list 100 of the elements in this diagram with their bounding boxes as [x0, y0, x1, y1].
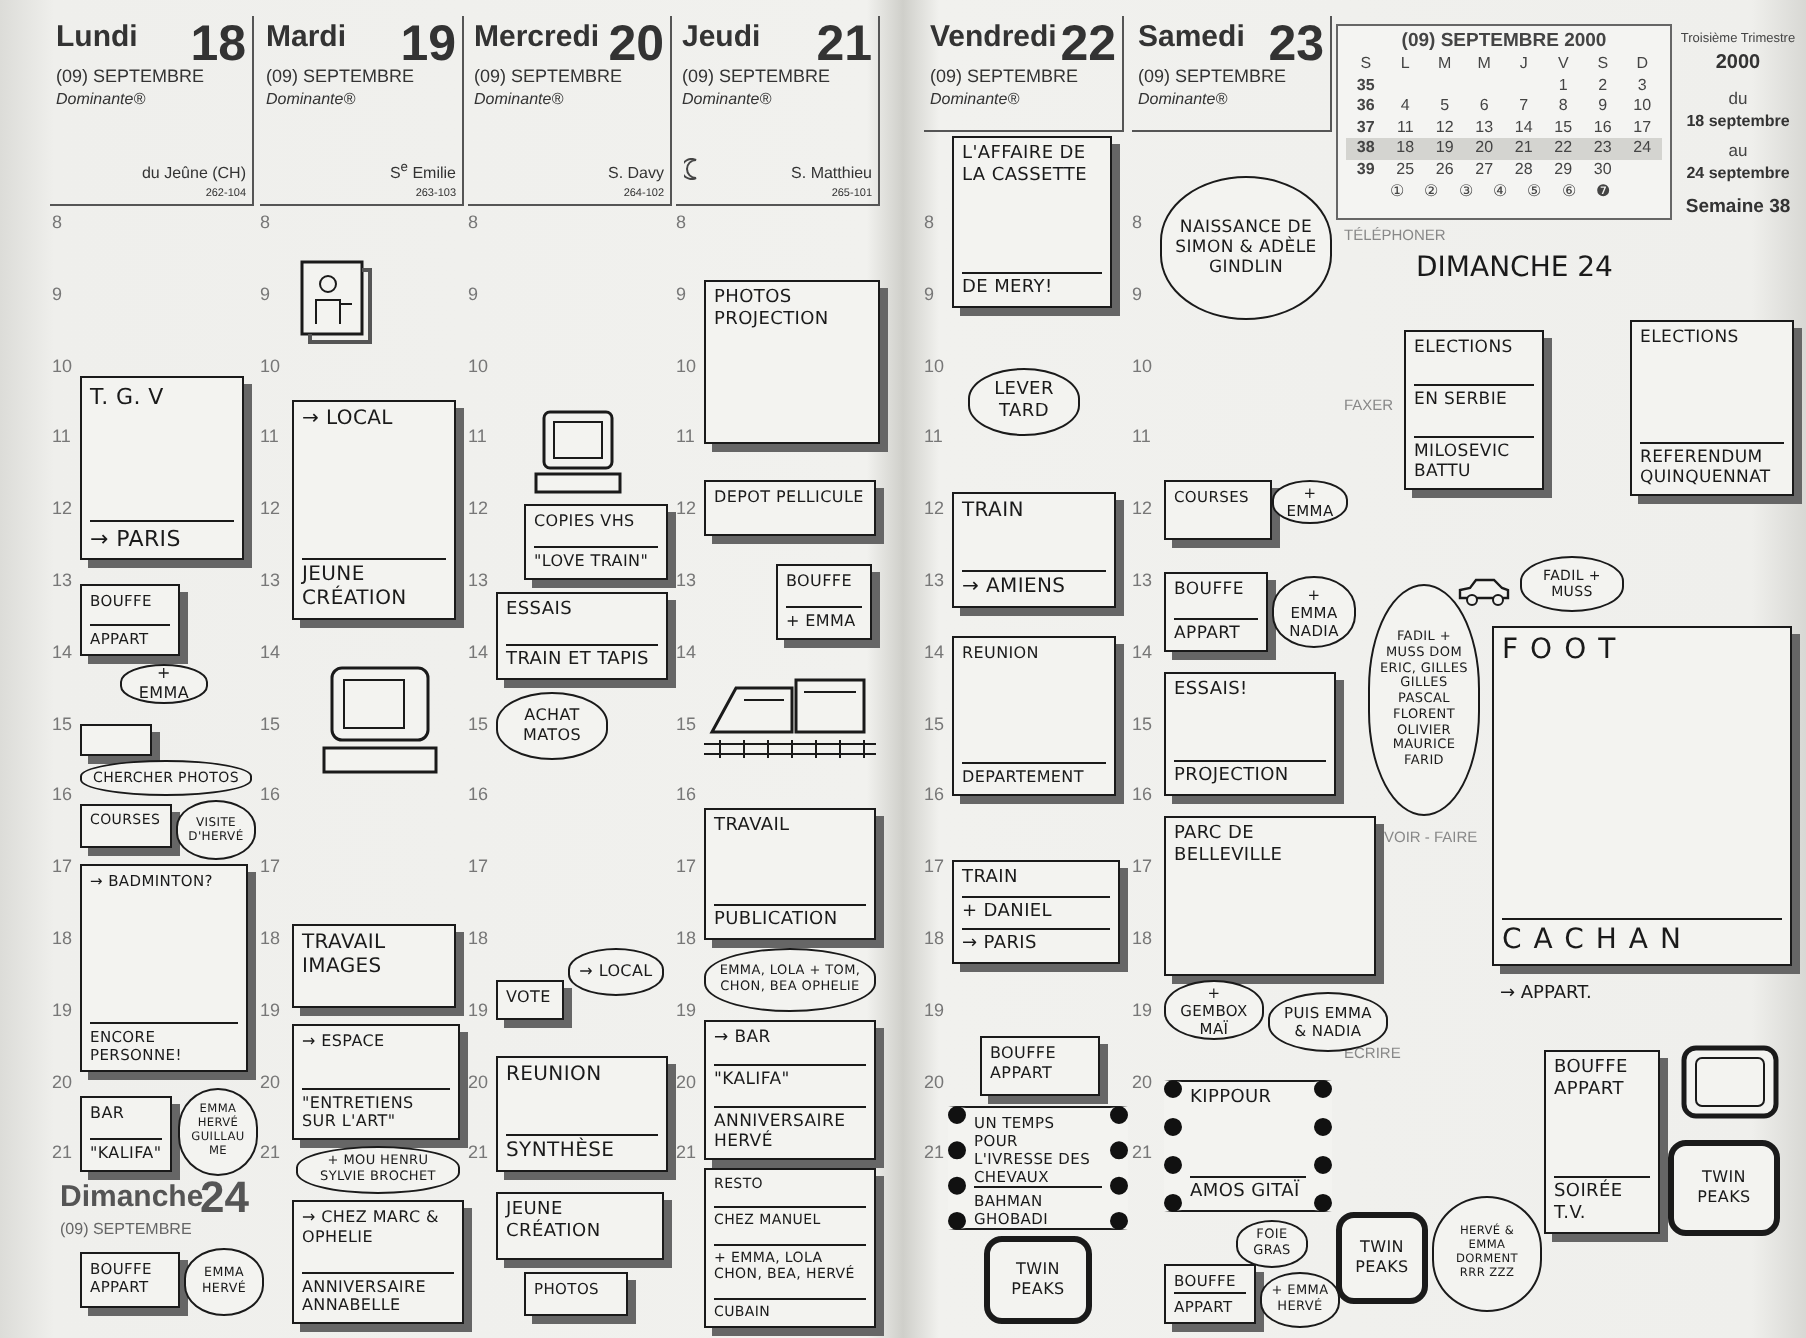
hour-number: 8	[924, 212, 937, 232]
hour-number: 11	[468, 426, 489, 447]
thought-bubble	[120, 664, 208, 704]
hour-number: 15	[260, 713, 282, 734]
calendar-cell-text: 39	[1354, 159, 1377, 180]
hour-number: 15	[924, 713, 946, 734]
tv-screen	[1668, 1140, 1780, 1236]
hour-number: 11	[924, 426, 945, 447]
handwritten-note: REUNION	[506, 1064, 604, 1088]
hour-number: 17	[676, 856, 698, 877]
hour-number: 21	[1132, 1142, 1154, 1163]
handwritten-note: LEVER TARD	[992, 380, 1056, 424]
handwritten-note: L'AFFAIRE DE LA CASSETTE	[962, 144, 1090, 188]
year-label: 2000	[1715, 52, 1761, 74]
handwritten-note: + DANIEL	[962, 895, 1110, 923]
week-label: Semaine 38	[1685, 196, 1791, 218]
calendar-cell-text: 2	[1596, 75, 1610, 96]
hour-number: 13	[676, 570, 698, 590]
date-number: 22	[1060, 16, 1116, 72]
hour-number: 19	[52, 999, 74, 1020]
hour-number: 15	[676, 713, 698, 734]
day-name: Mardi	[266, 20, 347, 54]
hour-number: 18	[924, 928, 946, 948]
month-label: (09) SEPTEMBRE	[56, 66, 205, 86]
calendar-cell-text: M	[1436, 54, 1454, 75]
calendar-cell-text: 13	[1473, 117, 1496, 138]
hour-number: 12	[1132, 498, 1154, 519]
handwritten-note: → LOCAL	[579, 962, 653, 982]
handwritten-note: + EMMA	[136, 664, 192, 704]
hour-number: 10	[924, 355, 946, 376]
saint-name: du Jeûne (CH)	[141, 164, 246, 182]
thought-bubble	[568, 948, 664, 996]
hour-number: 21	[676, 1142, 698, 1163]
range-label: 24 septembre	[1686, 164, 1790, 182]
calendar-title: (09) SEPTEMBRE 2000	[1399, 30, 1609, 52]
calendar-cell-text: S	[1358, 54, 1374, 75]
calendar-cell-text: 15	[1552, 117, 1575, 138]
hour-number: 15	[468, 713, 490, 734]
handwritten-note: DEPARTEMENT	[962, 762, 1106, 788]
weekday-markers: ① ② ③ ④ ⑤ ⑥ ❼	[1387, 182, 1621, 200]
hour-number: 14	[676, 641, 698, 662]
hour-number: 10	[468, 355, 490, 376]
hour-number: 18	[52, 928, 74, 948]
day-name: Vendredi	[930, 20, 1057, 54]
hour-number: 16	[676, 784, 698, 805]
calendar-cell-text: 16	[1591, 117, 1614, 138]
hour-number: 13	[260, 570, 282, 590]
handwritten-note: COPIES VHS	[534, 512, 637, 532]
month-label: (09) SEPTEMBRE	[1138, 66, 1287, 86]
calendar-cell-text: 22	[1552, 138, 1575, 159]
hour-number: 12	[260, 498, 282, 519]
hour-number: 21	[468, 1142, 490, 1163]
handwritten-note: BOUFFE	[786, 572, 854, 592]
hour-number: 19	[924, 999, 946, 1020]
calendar-cell-text: 35	[1354, 75, 1377, 96]
date-number: 24	[200, 1172, 249, 1224]
calendar-cell-text: 28	[1512, 159, 1535, 180]
day-name: Jeudi	[682, 20, 761, 54]
film-strip-box	[948, 1106, 1128, 1230]
hour-number: 21	[260, 1142, 282, 1163]
hour-number: 13	[468, 570, 490, 590]
day-name: Dimanche	[60, 1180, 204, 1214]
handwritten-note: TRAIN	[962, 868, 1020, 890]
hour-number: 8	[1132, 212, 1145, 232]
saint-name: S. Matthieu	[791, 164, 872, 182]
thought-bubble	[1520, 556, 1624, 612]
hour-number: 15	[1132, 713, 1154, 734]
date-number: 18	[190, 16, 246, 72]
handwritten-note: PUBLICATION	[714, 904, 866, 932]
hour-number: 10	[260, 355, 282, 376]
handwritten-note: → APPART.	[1500, 984, 1592, 1004]
hour-number: 13	[1132, 570, 1154, 590]
handwritten-note: APPART	[1174, 617, 1258, 644]
film-strip-box	[1164, 1080, 1332, 1212]
thought-bubble	[1368, 584, 1480, 816]
handwritten-note: → AMIENS	[962, 570, 1106, 600]
hour-number: 16	[52, 784, 74, 805]
handwritten-note: BOUFFE APPART	[1554, 1058, 1630, 1102]
hour-number: 17	[1132, 856, 1154, 877]
hour-number: 8	[468, 212, 481, 232]
hour-number: 16	[468, 784, 490, 805]
hour-number: 11	[676, 426, 697, 447]
handwritten-note: REUNION	[962, 644, 1041, 664]
handwritten-note: KIPPOUR	[1190, 1088, 1274, 1110]
dominante-line: Dominante®	[1138, 90, 1228, 108]
thought-bubble	[1272, 576, 1356, 648]
day-header	[1132, 16, 1332, 132]
hour-number: 15	[52, 713, 74, 734]
calendar-cell-text: 37	[1354, 117, 1377, 138]
hour-number: 20	[924, 1071, 946, 1092]
hour-number: 20	[260, 1071, 282, 1092]
hour-number: 17	[468, 856, 490, 877]
hour-number: 9	[676, 283, 689, 304]
handwritten-note: FOOT	[1502, 634, 1630, 668]
hour-number: 20	[52, 1071, 74, 1092]
thought-bubble	[1272, 480, 1348, 524]
handwritten-note: T. G. V	[90, 384, 166, 411]
hour-number: 18	[468, 928, 490, 948]
hour-number: 20	[468, 1071, 490, 1092]
hour-number: 17	[260, 856, 282, 877]
